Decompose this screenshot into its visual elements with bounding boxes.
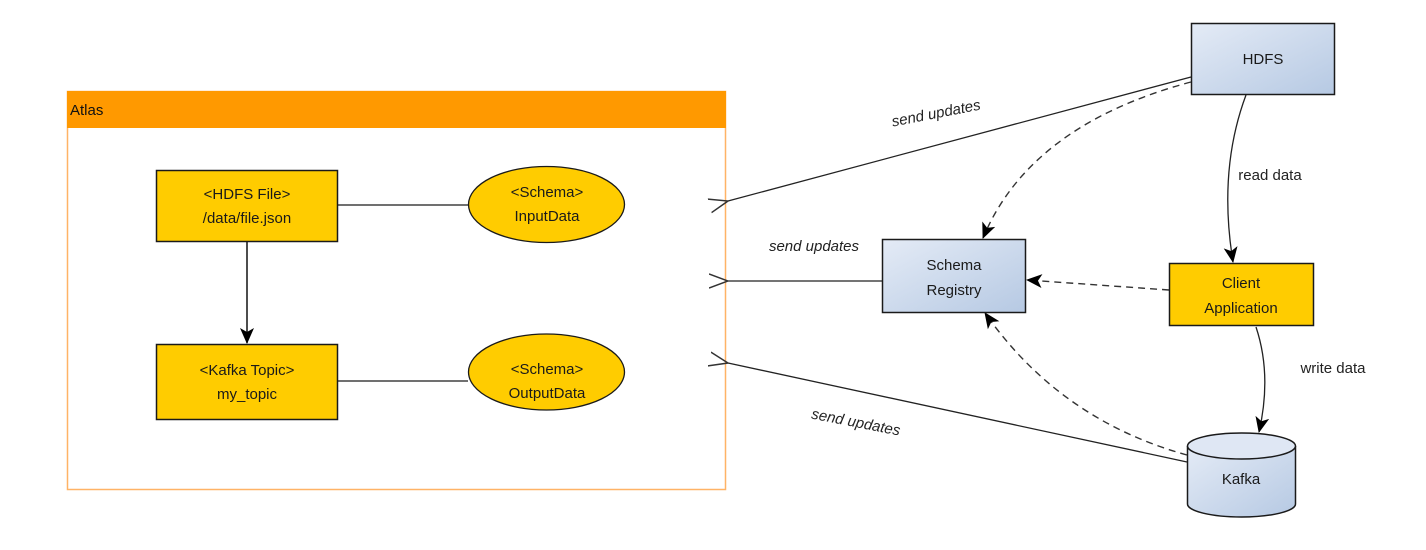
edge-label-read-data: read data	[1238, 167, 1302, 184]
node-label-line1: Client	[1222, 275, 1261, 292]
edge-write-data	[1255, 326, 1270, 433]
node-schema-registry[interactable]: Schema Registry	[881, 238, 1027, 314]
schema-type-label: <Schema>	[511, 361, 584, 378]
edge-read-data	[1223, 94, 1247, 263]
schema-input-data[interactable]: <Schema> InputData	[467, 165, 626, 244]
schema-output-data[interactable]: <Schema> OutputData	[467, 333, 626, 411]
schema-name-label: OutputData	[509, 385, 586, 402]
node-label-line1: Schema	[926, 257, 982, 274]
node-hdfs[interactable]: HDFS	[1190, 22, 1336, 96]
entity-hdfs-file[interactable]: <HDFS File> /data/file.json	[155, 169, 339, 243]
edge-kafka-to-registry	[984, 312, 1188, 456]
entity-kafka-topic[interactable]: <Kafka Topic> my_topic	[155, 343, 339, 421]
edge-label-write-data: write data	[1299, 360, 1366, 377]
node-kafka[interactable]: Kafka	[1186, 432, 1297, 518]
entity-name-label: /data/file.json	[203, 210, 291, 227]
kafka-cylinder-top	[1186, 432, 1297, 460]
edge-label-hdfs-send-updates: send updates	[890, 97, 982, 131]
atlas-border	[66, 90, 727, 491]
node-label-line2: Application	[1204, 300, 1277, 317]
edge-label-kafka-send-updates: send updates	[810, 406, 902, 440]
atlas-title: Atlas	[70, 102, 103, 119]
atlas-header	[67, 91, 726, 128]
edge-hdfs-to-atlas	[728, 76, 1192, 201]
kafka-cylinder-body	[1186, 446, 1297, 518]
node-label-line2: Registry	[926, 282, 982, 299]
entity-type-label: <Kafka Topic>	[200, 362, 295, 379]
atlas-container: Atlas	[66, 90, 727, 491]
node-label: Kafka	[1222, 471, 1261, 488]
edge-client-to-registry	[1026, 274, 1170, 291]
edge-hdfs-to-registry	[982, 81, 1192, 239]
entity-type-label: <HDFS File>	[204, 186, 291, 203]
edge-label-registry-send-updates: send updates	[769, 238, 860, 255]
entity-name-label: my_topic	[217, 386, 278, 403]
edge-kafka-to-atlas	[728, 363, 1188, 463]
schema-type-label: <Schema>	[511, 184, 584, 201]
node-label: HDFS	[1243, 51, 1284, 68]
node-client-application[interactable]: Client Application	[1168, 262, 1315, 327]
schema-name-label: InputData	[514, 208, 580, 225]
